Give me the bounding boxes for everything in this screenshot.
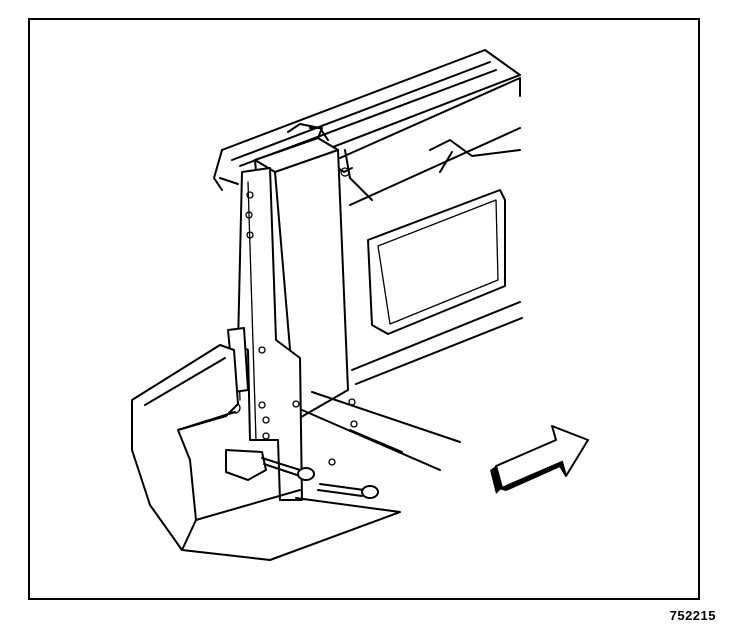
cargo-floor — [301, 391, 461, 471]
figure-border — [28, 18, 700, 600]
tailgate-inner-panel — [337, 77, 523, 385]
mounting-bolts — [261, 457, 379, 499]
front-direction-arrow-icon — [490, 425, 589, 494]
rear-bumper — [131, 344, 401, 561]
figure-number: 752215 — [669, 608, 716, 623]
